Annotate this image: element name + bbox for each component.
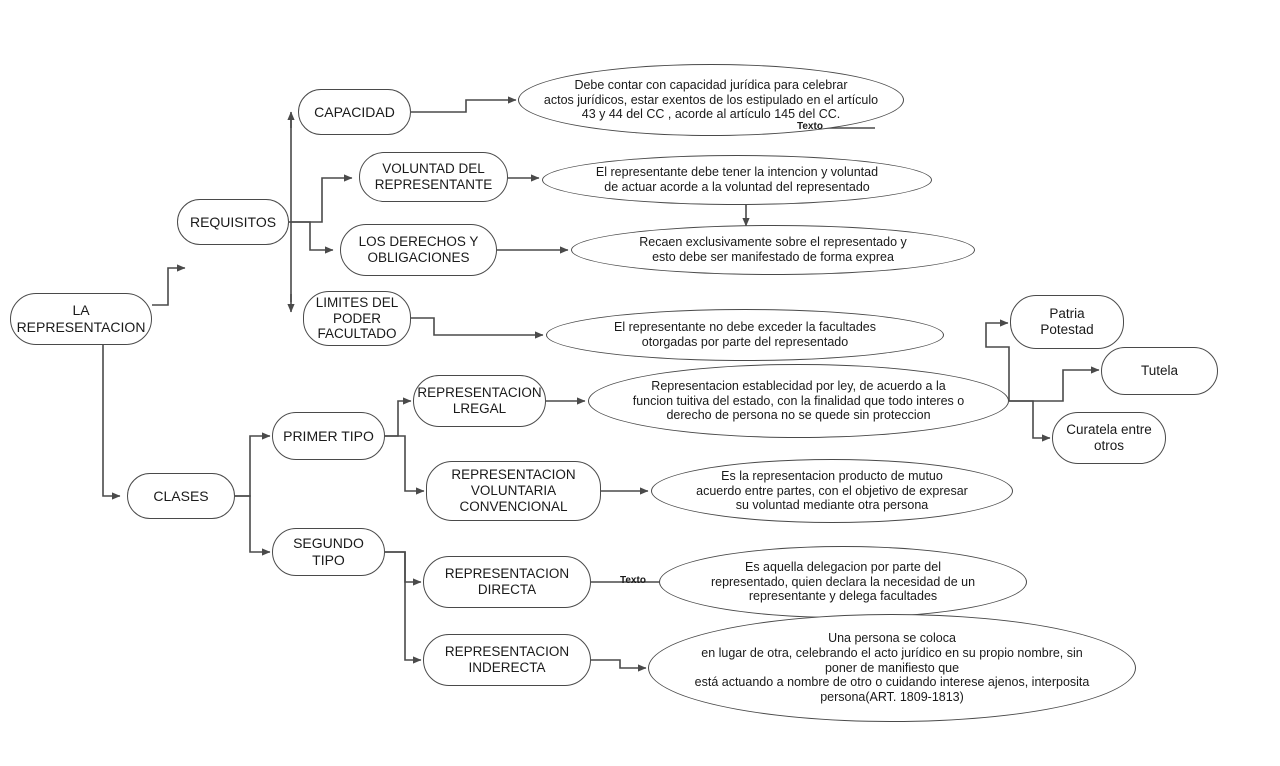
- node-representacion-indirecta[interactable]: REPRESENTACION INDERECTA: [423, 634, 591, 686]
- node-limites-poder-label: LIMITES DEL PODER FACULTADO: [315, 294, 399, 342]
- node-representacion-directa[interactable]: REPRESENTACION DIRECTA: [423, 556, 591, 608]
- node-derechos-description-label: Recaen exclusivamente sobre el represent…: [639, 235, 907, 264]
- edge-clases-primer: [235, 432, 271, 497]
- node-requisitos-label: REQUISITOS: [189, 213, 277, 230]
- node-clases-label: CLASES: [153, 487, 209, 504]
- node-representacion-indirecta-label: REPRESENTACION INDERECTA: [444, 644, 570, 675]
- node-segundo-tipo-label: SEGUNDO TIPO: [293, 535, 364, 568]
- edge-segundo-repindirecta: [385, 551, 422, 664]
- node-derechos-obligaciones[interactable]: LOS DERECHOS Y OBLIGACIONES: [340, 224, 497, 276]
- node-requisitos[interactable]: REQUISITOS: [177, 199, 289, 245]
- node-capacidad-description[interactable]: Debe contar con capacidad jurídica para …: [518, 64, 904, 136]
- node-representacion-directa-description[interactable]: Es aquella delegacion por parte del repr…: [659, 546, 1027, 618]
- edge-segundo-repdirecta: [385, 551, 422, 586]
- edge-requisitos-derechos: [291, 221, 334, 254]
- node-voluntad-description[interactable]: El representante debe tener la intencion…: [542, 155, 932, 205]
- node-root[interactable]: LA REPRESENTACION: [10, 293, 152, 345]
- node-capacidad[interactable]: CAPACIDAD: [298, 89, 411, 135]
- edge-limites-desc: [411, 317, 544, 339]
- node-representacion-legal-description-label: Representacion establecidad por ley, de …: [632, 378, 965, 423]
- edge-repindirecta-desc: [591, 659, 647, 672]
- node-curatela[interactable]: Curatela entre otros: [1052, 412, 1166, 464]
- edge-label-directa-texto[interactable]: Texto: [620, 575, 646, 586]
- node-representacion-voluntaria-description-label: Es la representacion producto de mutuo a…: [696, 468, 968, 513]
- node-patria-potestad-label: Patria Potestad: [1040, 306, 1094, 337]
- node-capacidad-label: CAPACIDAD: [314, 103, 395, 120]
- node-representacion-voluntaria-label: REPRESENTACION VOLUNTARIA CONVENCIONAL: [451, 467, 576, 514]
- node-limites-description-label: El representante no debe exceder la facu…: [614, 320, 876, 349]
- node-representacion-voluntaria-description[interactable]: Es la representacion producto de mutuo a…: [651, 459, 1013, 523]
- node-primer-tipo[interactable]: PRIMER TIPO: [272, 412, 385, 460]
- edge-requisitos-voluntad: [291, 174, 353, 223]
- edge-capacidad-desc: [411, 96, 517, 113]
- edge-clases-segundo: [235, 495, 271, 556]
- node-voluntad-representante[interactable]: VOLUNTAD DEL REPRESENTANTE: [359, 152, 508, 202]
- edge-primer-repvoluntaria: [385, 435, 425, 495]
- node-clases[interactable]: CLASES: [127, 473, 235, 519]
- edge-label-capacidad-texto[interactable]: Texto: [797, 121, 823, 132]
- node-representacion-legal-label: REPRESENTACION LREGAL: [417, 385, 542, 416]
- node-curatela-label: Curatela entre otros: [1066, 422, 1152, 453]
- node-voluntad-description-label: El representante debe tener la intencion…: [595, 165, 879, 194]
- node-primer-tipo-label: PRIMER TIPO: [283, 427, 374, 444]
- edge-root-clases: [102, 345, 121, 500]
- node-representacion-legal-description[interactable]: Representacion establecidad por ley, de …: [588, 364, 1009, 438]
- edge-replegaldesc-tutela: [1009, 366, 1100, 402]
- node-voluntad-representante-label: VOLUNTAD DEL REPRESENTANTE: [374, 161, 493, 192]
- edge-root-requisitos: [152, 264, 186, 306]
- node-segundo-tipo[interactable]: SEGUNDO TIPO: [272, 528, 385, 576]
- node-representacion-voluntaria[interactable]: REPRESENTACION VOLUNTARIA CONVENCIONAL: [426, 461, 601, 521]
- node-limites-poder[interactable]: LIMITES DEL PODER FACULTADO: [303, 291, 411, 346]
- node-tutela-label: Tutela: [1140, 363, 1179, 379]
- node-limites-description[interactable]: El representante no debe exceder la facu…: [546, 309, 944, 361]
- node-tutela[interactable]: Tutela: [1101, 347, 1218, 395]
- node-representacion-indirecta-description-label: Una persona se coloca en lugar de otra, …: [694, 631, 1090, 705]
- node-representacion-directa-label: REPRESENTACION DIRECTA: [444, 566, 570, 597]
- node-root-label: LA REPRESENTACION: [16, 302, 146, 335]
- edge-replegaldesc-curatela: [1009, 400, 1051, 442]
- node-derechos-obligaciones-label: LOS DERECHOS Y OBLIGACIONES: [358, 234, 479, 265]
- node-patria-potestad[interactable]: Patria Potestad: [1010, 295, 1124, 349]
- node-representacion-directa-description-label: Es aquella delegacion por parte del repr…: [710, 559, 976, 604]
- node-representacion-indirecta-description[interactable]: Una persona se coloca en lugar de otra, …: [648, 614, 1136, 722]
- node-derechos-description[interactable]: Recaen exclusivamente sobre el represent…: [571, 225, 975, 275]
- edge-primer-replegal: [385, 397, 412, 437]
- node-capacidad-description-label: Debe contar con capacidad jurídica para …: [543, 77, 879, 122]
- node-representacion-legal[interactable]: REPRESENTACION LREGAL: [413, 375, 546, 427]
